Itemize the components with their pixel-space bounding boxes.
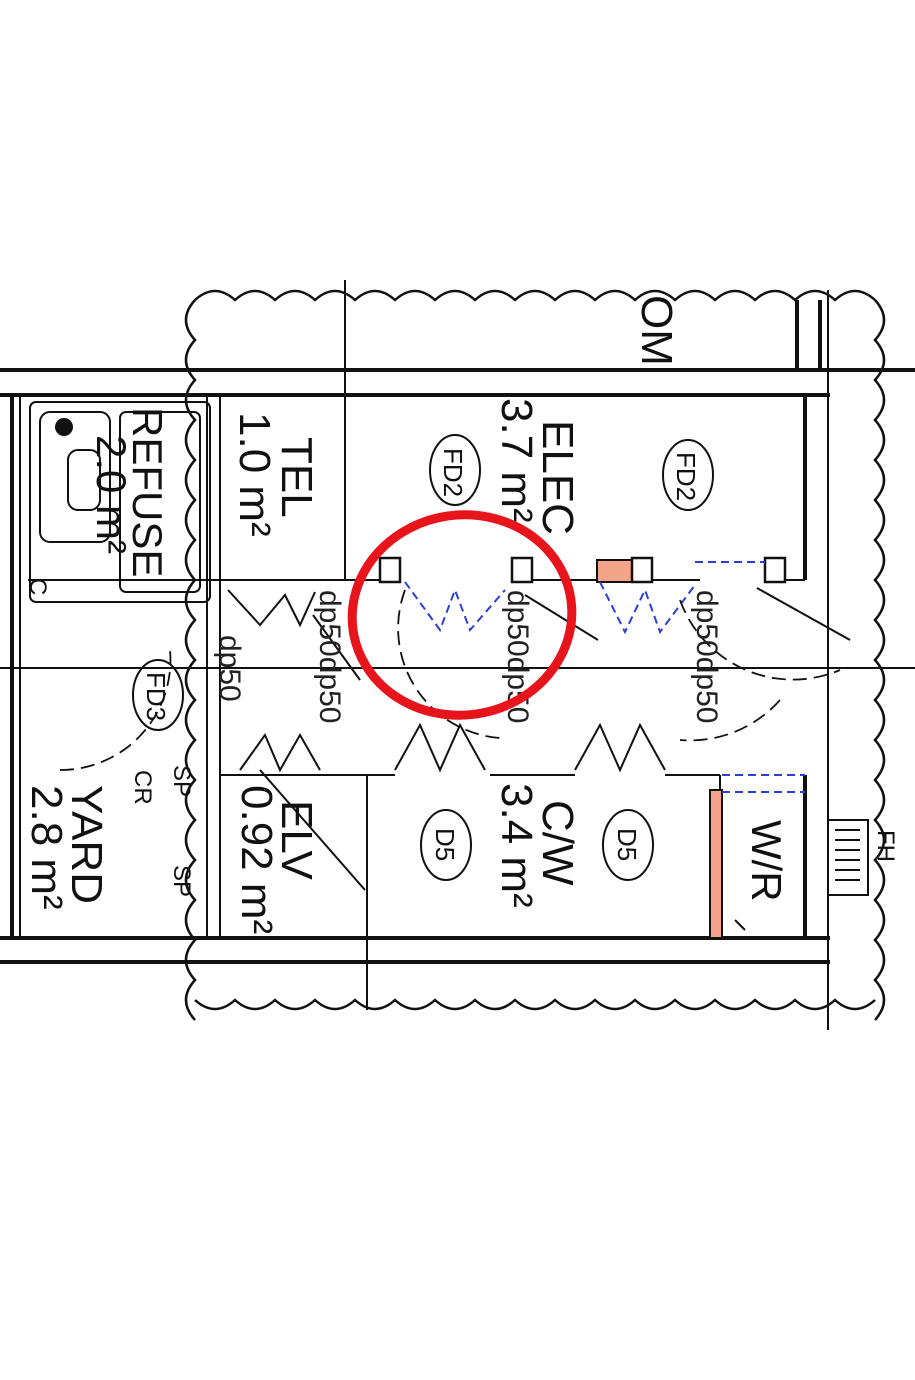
dim-dp50: dp50	[213, 635, 246, 702]
room-tel-name: TEL	[272, 437, 321, 518]
small-marks: CR SP SP C FH	[24, 578, 899, 897]
tag-fd2-b: FD2	[671, 452, 701, 501]
tags: FD2 FD2 FD3 D5 D5	[141, 448, 701, 861]
tag-d5-a: D5	[430, 828, 460, 861]
column-posts	[378, 556, 787, 584]
leader-lines	[259, 614, 746, 931]
mark-cr: CR	[129, 770, 156, 805]
door-swings	[59, 589, 841, 771]
room-partial-name: OM	[632, 295, 681, 366]
room-cw-name: C/W	[533, 800, 582, 886]
folding-doors	[227, 587, 851, 773]
room-tel-area: 1.0 m²	[230, 412, 279, 537]
dim-dp50dp50-c: dp50dp50	[690, 590, 723, 723]
room-labels: TEL 1.0 m² ELEC 3.7 m² REFUSE 2.0 m² YAR…	[22, 295, 790, 934]
room-wr-name: W/R	[743, 820, 790, 902]
mark-sp-b: SP	[168, 865, 195, 897]
room-elec-area: 3.7 m²	[492, 398, 541, 523]
room-elv-name: ELV	[272, 800, 321, 881]
room-yard-area: 2.8 m²	[22, 785, 71, 910]
mark-sp-a: SP	[168, 765, 195, 797]
tag-fd3: FD3	[141, 672, 171, 721]
dimension-texts: dp50 dp50dp50 dp50dp50 dp50dp50 dp50dp50	[213, 590, 723, 723]
walls	[0, 300, 915, 964]
tag-fd2-a: FD2	[438, 448, 468, 497]
room-cw-area: 3.4 m²	[492, 783, 541, 908]
room-elec-name: ELEC	[533, 420, 582, 535]
dim-dp50dp50-a: dp50dp50	[313, 590, 346, 723]
tag-d5-b: D5	[612, 828, 642, 861]
revision-cloud	[184, 289, 886, 1021]
tag-ellipses	[132, 434, 714, 881]
ladder	[827, 819, 869, 896]
partitions	[0, 280, 915, 1030]
room-elv-area: 0.92 m²	[232, 785, 281, 934]
dashed-doors	[404, 561, 805, 793]
mark-c: C	[24, 578, 51, 595]
highlighted-walls	[596, 559, 723, 939]
room-refuse-area: 2.0 m²	[88, 435, 135, 554]
mark-fh: FH	[872, 830, 899, 862]
annotation-circle	[347, 510, 577, 720]
room-refuse-name: REFUSE	[124, 407, 171, 577]
refuse-bin	[29, 401, 211, 603]
room-yard-name: YARD	[62, 785, 111, 904]
drain-point-icon	[55, 418, 73, 436]
